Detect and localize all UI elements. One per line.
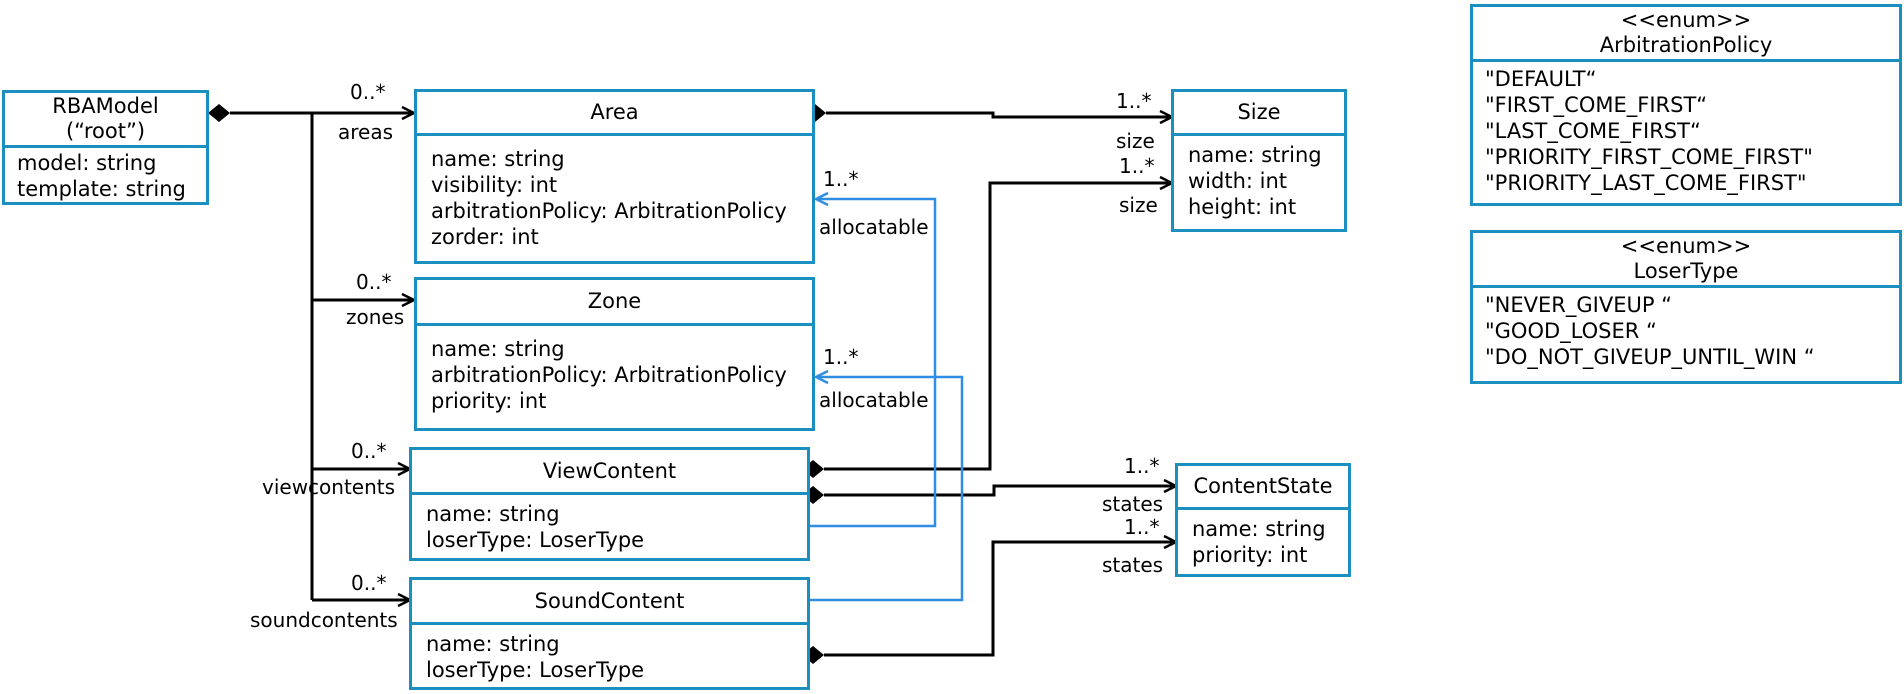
class-header: Area xyxy=(417,92,812,136)
mult-areas: 0..* xyxy=(350,80,386,104)
attribute: priority: int xyxy=(1192,543,1308,567)
role-zones: zones xyxy=(346,305,405,329)
class-attributes: name: string loserType: LoserType xyxy=(412,495,807,553)
mult-area-size: 1..* xyxy=(1116,89,1152,113)
mult-zone-allocatable: 1..* xyxy=(823,345,859,369)
class-soundcontent[interactable]: SoundContent name: string loserType: Los… xyxy=(409,577,810,690)
class-size[interactable]: Size name: string width: int height: int xyxy=(1171,89,1347,232)
attribute: priority: int xyxy=(431,389,547,413)
class-name: LoserType xyxy=(1633,259,1739,283)
enum-literal: "DEFAULT“ xyxy=(1485,67,1597,91)
class-name: Zone xyxy=(587,289,642,313)
attribute: name: string xyxy=(1188,143,1322,167)
enum-literal: "GOOD_LOSER “ xyxy=(1485,319,1657,343)
class-viewcontent[interactable]: ViewContent name: string loserType: Lose… xyxy=(409,447,810,561)
attribute: name: string xyxy=(431,147,565,171)
enum-stereotype: <<enum>> xyxy=(1620,8,1752,32)
class-name: ContentState xyxy=(1193,474,1333,498)
enum-literals: "DEFAULT“ "FIRST_COME_FIRST“ "LAST_COME_… xyxy=(1473,62,1899,196)
class-attributes: name: string priority: int xyxy=(1178,510,1348,568)
attribute: model: string xyxy=(17,151,157,175)
role-zone-allocatable: allocatable xyxy=(819,388,929,412)
class-header: ViewContent xyxy=(412,450,807,495)
attribute: width: int xyxy=(1188,169,1288,193)
enum-literal: "NEVER_GIVEUP “ xyxy=(1485,293,1673,317)
mult-view-states: 1..* xyxy=(1124,454,1160,478)
class-header: <<enum>> LoserType xyxy=(1473,233,1899,288)
class-rbamodel[interactable]: RBAModel (“root”) model: string template… xyxy=(2,90,209,205)
composition-diamond xyxy=(208,104,230,122)
enum-literal: "DO_NOT_GIVEUP_UNTIL_WIN “ xyxy=(1485,345,1815,369)
role-area-allocatable: allocatable xyxy=(819,215,929,239)
class-name: SoundContent xyxy=(534,588,685,613)
attribute: zorder: int xyxy=(431,225,539,249)
enum-literal: "PRIORITY_LAST_COME_FIRST" xyxy=(1485,171,1807,195)
mult-viewcontents: 0..* xyxy=(351,439,387,463)
class-stereotype: (“root”) xyxy=(65,119,146,143)
attribute: loserType: LoserType xyxy=(426,658,645,682)
role-areas: areas xyxy=(338,120,394,144)
role-sound-states: states xyxy=(1102,553,1164,577)
allocatable-lines xyxy=(810,199,964,602)
class-name: Size xyxy=(1237,100,1281,124)
role-zone-size: size xyxy=(1119,193,1158,217)
attribute: height: int xyxy=(1188,195,1297,219)
attribute: name: string xyxy=(426,502,560,526)
role-soundcontents: soundcontents xyxy=(250,608,398,632)
enum-literal: "PRIORITY_FIRST_COME_FIRST" xyxy=(1485,145,1813,169)
attribute: template: string xyxy=(17,177,186,201)
class-header: SoundContent xyxy=(412,580,807,625)
enum-arbitrationpolicy[interactable]: <<enum>> ArbitrationPolicy "DEFAULT“ "FI… xyxy=(1470,4,1902,206)
class-contentstate[interactable]: ContentState name: string priority: int xyxy=(1175,463,1351,577)
enum-literal: "FIRST_COME_FIRST“ xyxy=(1485,93,1708,117)
attribute: name: string xyxy=(426,632,560,656)
class-attributes: name: string loserType: LoserType xyxy=(412,625,807,683)
class-name: ViewContent xyxy=(542,458,677,483)
attribute: name: string xyxy=(431,337,565,361)
class-header: Size xyxy=(1174,92,1344,136)
class-attributes: name: string arbitrationPolicy: Arbitrat… xyxy=(417,326,812,414)
attribute: arbitrationPolicy: ArbitrationPolicy xyxy=(431,363,787,387)
enum-stereotype: <<enum>> xyxy=(1620,234,1752,258)
attribute: visibility: int xyxy=(431,173,558,197)
mult-zones: 0..* xyxy=(356,270,392,294)
class-name: ArbitrationPolicy xyxy=(1599,33,1773,57)
mult-zone-size: 1..* xyxy=(1119,154,1155,178)
class-header: <<enum>> ArbitrationPolicy xyxy=(1473,7,1899,62)
enum-literals: "NEVER_GIVEUP “ "GOOD_LOSER “ "DO_NOT_GI… xyxy=(1473,288,1899,370)
enum-literal: "LAST_COME_FIRST“ xyxy=(1485,119,1701,143)
mult-soundcontents: 0..* xyxy=(351,571,387,595)
class-header: Zone xyxy=(417,280,812,326)
class-zone[interactable]: Zone name: string arbitrationPolicy: Arb… xyxy=(414,277,815,431)
class-attributes: model: string template: string xyxy=(5,148,206,202)
role-area-size: size xyxy=(1116,129,1155,153)
class-area[interactable]: Area name: string visibility: int arbitr… xyxy=(414,89,815,264)
role-view-states: states xyxy=(1102,492,1164,516)
class-attributes: name: string width: int height: int xyxy=(1174,136,1344,220)
attribute: name: string xyxy=(1192,517,1326,541)
class-name: RBAModel xyxy=(52,94,159,118)
mult-sound-states: 1..* xyxy=(1124,515,1160,539)
attribute: loserType: LoserType xyxy=(426,528,645,552)
class-name: Area xyxy=(590,100,639,124)
role-viewcontents: viewcontents xyxy=(262,475,396,499)
class-header: RBAModel (“root”) xyxy=(5,93,206,148)
enum-losertype[interactable]: <<enum>> LoserType "NEVER_GIVEUP “ "GOOD… xyxy=(1470,230,1902,384)
attribute: arbitrationPolicy: ArbitrationPolicy xyxy=(431,199,787,223)
class-attributes: name: string visibility: int arbitration… xyxy=(417,136,812,250)
rbamodel-composition-lines xyxy=(208,104,414,600)
class-header: ContentState xyxy=(1178,466,1348,510)
mult-area-allocatable: 1..* xyxy=(823,167,859,191)
